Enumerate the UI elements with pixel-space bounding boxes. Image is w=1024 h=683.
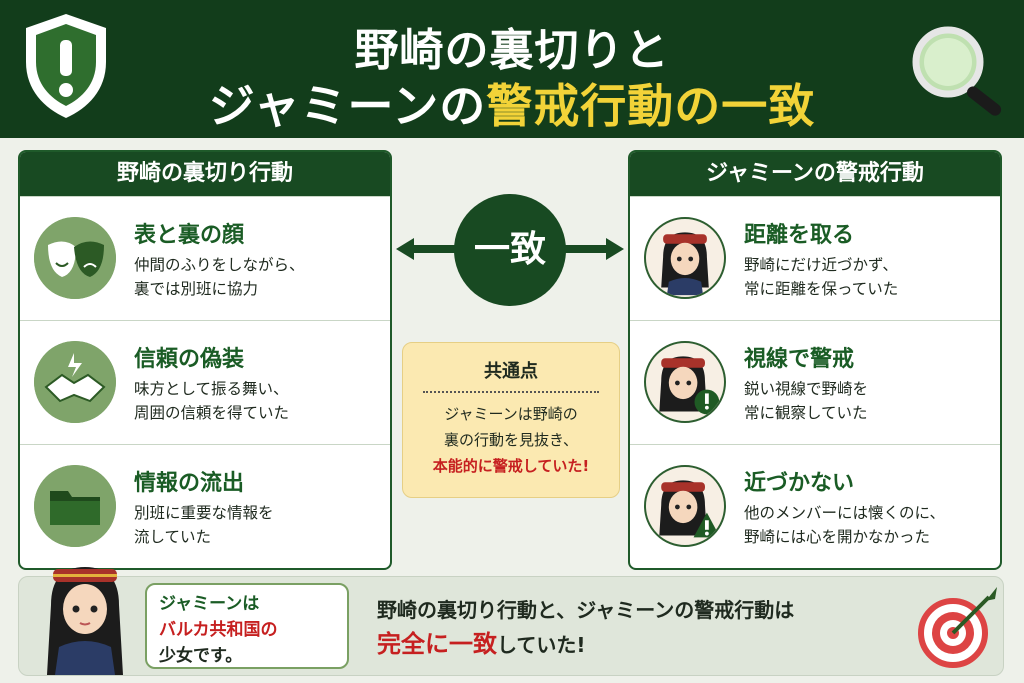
item-desc-line: 他のメンバーには懐くのに、 [744,504,946,522]
betrayal-panel-title: 野崎の裏切り行動 [20,152,390,196]
item-desc-line: 流していた [134,528,212,546]
arrow-right-icon [564,238,624,260]
item-desc-line: 裏では別班に協力 [134,280,259,298]
item-description: 味方として振る舞い、 周囲の信頼を得ていた [134,377,384,425]
caution-item: 距離を取る 野崎にだけ近づかず、 常に距離を保っていた [630,196,1000,320]
item-description: 他のメンバーには懐くのに、 野崎には心を開かなかった [744,501,994,549]
callout-line: ジャミーンは [159,594,260,614]
page-title-line2: ジャミーンの警戒行動の一致 [0,70,1024,136]
summary-suffix: していた! [497,633,586,657]
target-arrow-icon [918,587,997,668]
girl-portrait-icon [644,217,726,299]
girl-warning-icon [644,465,726,547]
shield-exclamation-icon [26,14,106,118]
callout-line: 少女です。 [159,646,243,666]
divider [423,391,599,393]
summary-line1: 野崎の裏切り行動と、ジャミーンの警戒行動は [377,598,795,622]
caution-item: 近づかない 他のメンバーには懐くのに、 野崎には心を開かなかった [630,444,1000,568]
common-point-conclusion: 本能的に警戒していた! [432,457,590,475]
item-desc-line: 常に観察していた [744,404,868,422]
item-desc-line: 仲間のふりをしながら、 [134,256,305,274]
item-description: 野崎にだけ近づかず、 常に距離を保っていた [744,253,994,301]
folder-icon [34,465,116,547]
betrayal-item: 情報の流出 別班に重要な情報を 流していた [20,444,390,568]
item-title: 視線で警戒 [744,347,855,372]
betrayal-item: 信頼の偽装 味方として振る舞い、 周囲の信頼を得ていた [20,320,390,444]
caution-panel: ジャミーンの警戒行動 距離を取る 野崎にだけ近づかず、 常に距離を保っていた 視… [628,150,1002,570]
girl-avatar-icon [47,567,123,675]
item-desc-line: 鋭い視線で野崎を [744,380,869,398]
callout-box: ジャミーンは バルカ共和国の 少女です。 [145,583,349,669]
common-point-line: ジャミーンは野崎の [444,405,578,423]
item-title: 表と裏の顔 [134,223,245,248]
item-desc-line: 別班に重要な情報を [134,504,274,522]
item-desc-line: 周囲の信頼を得ていた [134,404,290,422]
common-point-line: 裏の行動を見抜き、 [444,431,578,449]
arrow-left-icon [396,238,456,260]
betrayal-panel: 野崎の裏切り行動 表と裏の顔 仲間のふりをしながら、 裏では別班に協力 信頼の偽… [18,150,392,570]
match-disc: 一致 [454,194,566,306]
summary-highlight: 完全に一致 [377,630,497,658]
theater-masks-icon [34,217,116,299]
common-point-box: 共通点 ジャミーンは野崎の 裏の行動を見抜き、 本能的に警戒していた! [402,342,620,498]
caution-panel-title: ジャミーンの警戒行動 [630,152,1000,196]
item-desc-line: 味方として振る舞い、 [134,380,289,398]
title-highlight: 警戒行動の一致 [486,79,816,133]
item-desc-line: 常に距離を保っていた [744,280,899,298]
caution-item: 視線で警戒 鋭い視線で野崎を 常に観察していた [630,320,1000,444]
page-title-line1: 野崎の裏切りと [354,25,670,76]
common-point-title: 共通点 [484,361,538,382]
item-title: 距離を取る [744,223,855,248]
magnifier-icon [912,26,1002,116]
betrayal-item: 表と裏の顔 仲間のふりをしながら、 裏では別班に協力 [20,196,390,320]
summary-banner: ジャミーンは バルカ共和国の 少女です。 野崎の裏切り行動と、ジャミーンの警戒行… [18,567,1004,676]
item-title: 近づかない [744,471,855,496]
item-description: 別班に重要な情報を 流していた [134,501,384,549]
item-description: 鋭い視線で野崎を 常に観察していた [744,377,994,425]
callout-line: バルカ共和国の [159,620,278,640]
item-description: 仲間のふりをしながら、 裏では別班に協力 [134,253,384,301]
item-desc-line: 野崎にだけ近づかず、 [744,256,898,274]
girl-alert-icon [644,341,726,423]
item-title: 信頼の偽装 [134,347,245,372]
item-desc-line: 野崎には心を開かなかった [744,528,931,546]
title-prefix: ジャミーンの [208,79,487,133]
summary-text: 野崎の裏切り行動と、ジャミーンの警戒行動は 完全に一致していた! [377,593,794,662]
item-title: 情報の流出 [134,471,245,496]
header-banner: 野崎の裏切りと ジャミーンの警戒行動の一致 [0,0,1024,138]
handshake-icon [34,341,116,423]
summary-line2: 完全に一致していた! [377,627,794,662]
